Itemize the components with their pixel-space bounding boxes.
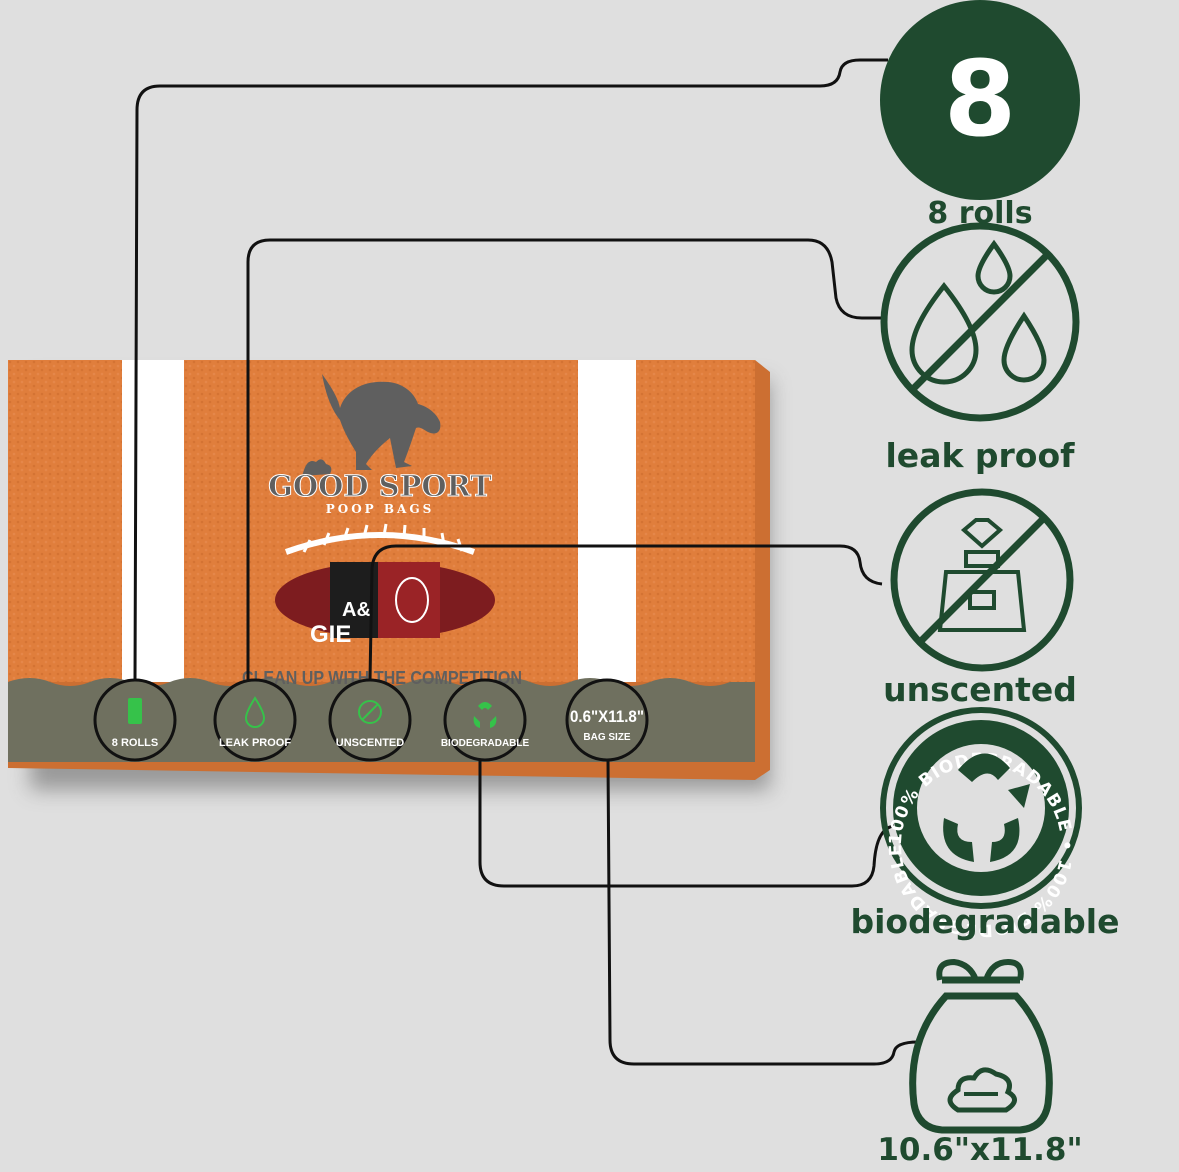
svg-text:BAG SIZE: BAG SIZE bbox=[583, 732, 631, 743]
label-biodegradable: biodegradable bbox=[850, 902, 1120, 941]
svg-text:BIODEGRADABLE: BIODEGRADABLE bbox=[441, 738, 530, 749]
label-leak-proof: leak proof bbox=[885, 436, 1075, 475]
connector-biodegradable bbox=[478, 760, 895, 888]
connector-lines bbox=[133, 58, 919, 1066]
rolls-number: 8 bbox=[944, 38, 1016, 160]
feature-rolls: 8 bbox=[880, 0, 1080, 200]
box-badge-rolls: 8 ROLLS bbox=[93, 678, 177, 762]
box-badge-unscented: UNSCENTED bbox=[328, 678, 412, 762]
box-badge-biodegradable: BIODEGRADABLE bbox=[441, 678, 530, 762]
water-drop-icon bbox=[244, 696, 266, 728]
brand-name: GOOD SPORT bbox=[268, 469, 492, 503]
label-bag-size: 10.6"x11.8" bbox=[877, 1132, 1083, 1168]
dog-logo bbox=[302, 374, 441, 476]
no-fragrance-icon bbox=[890, 488, 1074, 672]
window-text-2: GIE bbox=[310, 621, 351, 648]
connector-bag-size bbox=[606, 759, 919, 1066]
connector-unscented bbox=[368, 544, 883, 681]
svg-text:UNSCENTED: UNSCENTED bbox=[336, 737, 405, 749]
box-tagline: CLEAN UP WITH THE COMPETITION bbox=[242, 668, 522, 688]
label-unscented: unscented bbox=[883, 670, 1077, 709]
recycle-leaf-icon bbox=[473, 702, 497, 728]
bag-icon bbox=[909, 958, 1053, 1134]
svg-text:8 ROLLS: 8 ROLLS bbox=[112, 737, 158, 749]
connector-rolls bbox=[133, 58, 888, 681]
no-scent-icon bbox=[358, 700, 382, 724]
svg-text:LEAK PROOF: LEAK PROOF bbox=[219, 737, 291, 749]
window-text-1: A& bbox=[342, 599, 371, 621]
box-stripe-left bbox=[122, 360, 184, 682]
product-box: GOOD SPORT POOP BAGS A& GIE CLEAN UP WIT… bbox=[8, 360, 770, 790]
svg-text:0.6"X11.8": 0.6"X11.8" bbox=[570, 707, 644, 726]
battery-icon bbox=[128, 698, 142, 724]
brand-subtitle: POOP BAGS bbox=[326, 502, 435, 516]
recycle-leaves bbox=[943, 753, 1030, 862]
box-stripe-right bbox=[578, 360, 636, 682]
connector-leak-proof bbox=[246, 238, 882, 680]
box-badge-bag-size: 0.6"X11.8" BAG SIZE bbox=[565, 678, 649, 762]
no-leak-icon bbox=[880, 222, 1080, 422]
rolls-circle bbox=[880, 0, 1080, 200]
box-badge-leak-proof: LEAK PROOF bbox=[213, 678, 297, 762]
label-8-rolls: 8 rolls bbox=[927, 196, 1033, 231]
